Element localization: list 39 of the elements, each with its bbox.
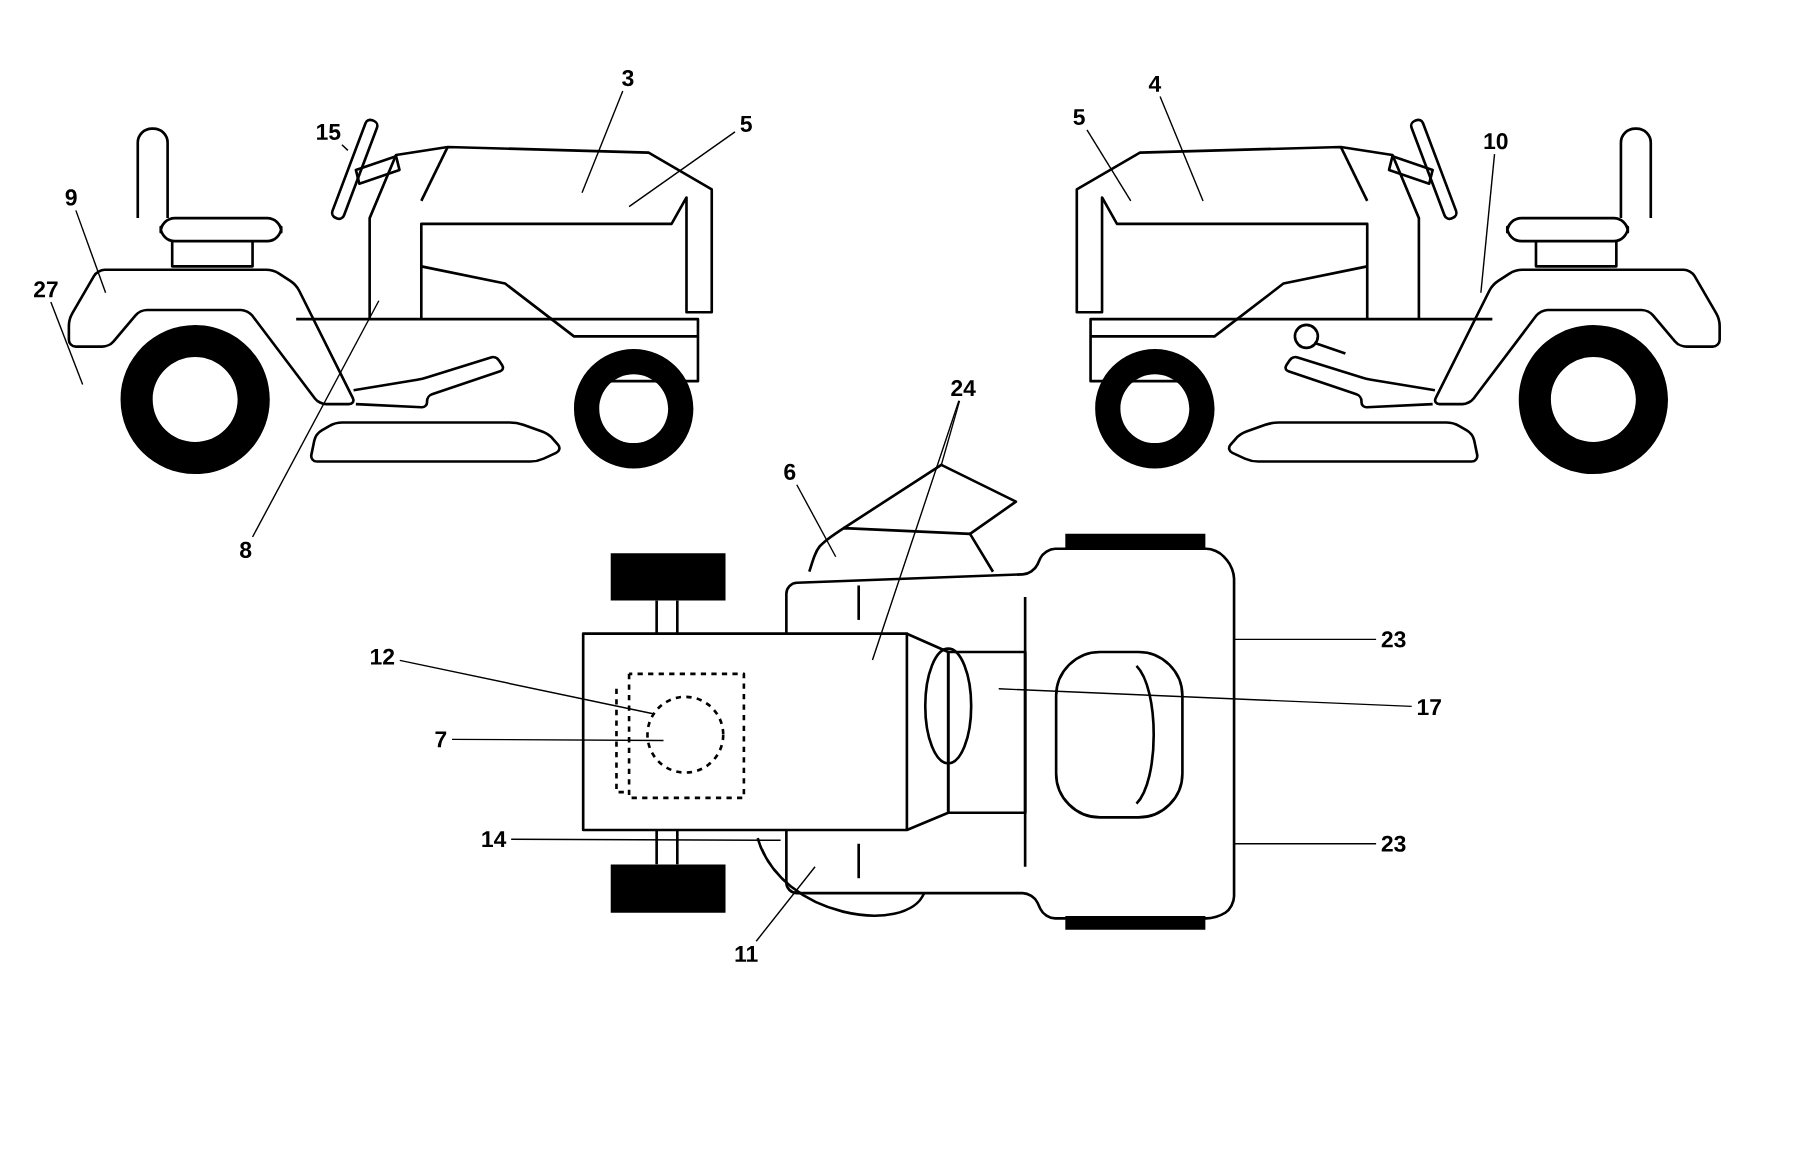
leader-line	[998, 687, 1413, 707]
callout-number: 15	[317, 123, 341, 140]
leader-line	[1233, 638, 1377, 640]
leader-line	[75, 209, 107, 294]
leader-line	[581, 90, 624, 194]
callout-number: 10	[1484, 133, 1508, 150]
leader-line	[796, 483, 837, 558]
callout-number: 11	[735, 946, 758, 962]
leader-line	[1086, 129, 1132, 202]
callout-number: 24	[951, 379, 976, 396]
leader-line	[399, 659, 656, 715]
leader-line	[510, 838, 782, 841]
callout-number: 23	[1381, 835, 1406, 852]
callout-number: 5	[1073, 109, 1085, 125]
leader-line	[1480, 153, 1496, 294]
callout-number: 6	[784, 463, 796, 480]
callout-number: 4	[1148, 75, 1162, 92]
callout-number: 9	[65, 189, 77, 206]
discharge-chute-drawing	[808, 463, 1018, 573]
callout-number: 5	[740, 115, 752, 132]
leader-line	[871, 400, 960, 661]
leader-line	[755, 865, 816, 942]
callout-number: 23	[1381, 631, 1406, 648]
callout-number: 7	[435, 731, 447, 748]
leader-line	[1233, 842, 1377, 845]
callout-number: 17	[1417, 699, 1441, 715]
leader-line	[628, 131, 736, 208]
callout-number: 27	[34, 281, 58, 298]
leader-line	[251, 299, 380, 538]
callout-number: 3	[622, 69, 634, 87]
leader-line	[451, 738, 665, 742]
leader-line	[50, 301, 84, 386]
callout-number: 8	[240, 541, 252, 558]
leader-line	[940, 400, 961, 466]
callout-number: 12	[371, 648, 395, 665]
leader-line	[1159, 95, 1204, 202]
leader-line	[341, 144, 349, 151]
tractor-top-view-drawing	[581, 533, 1236, 930]
callout-number: 14	[482, 831, 507, 847]
